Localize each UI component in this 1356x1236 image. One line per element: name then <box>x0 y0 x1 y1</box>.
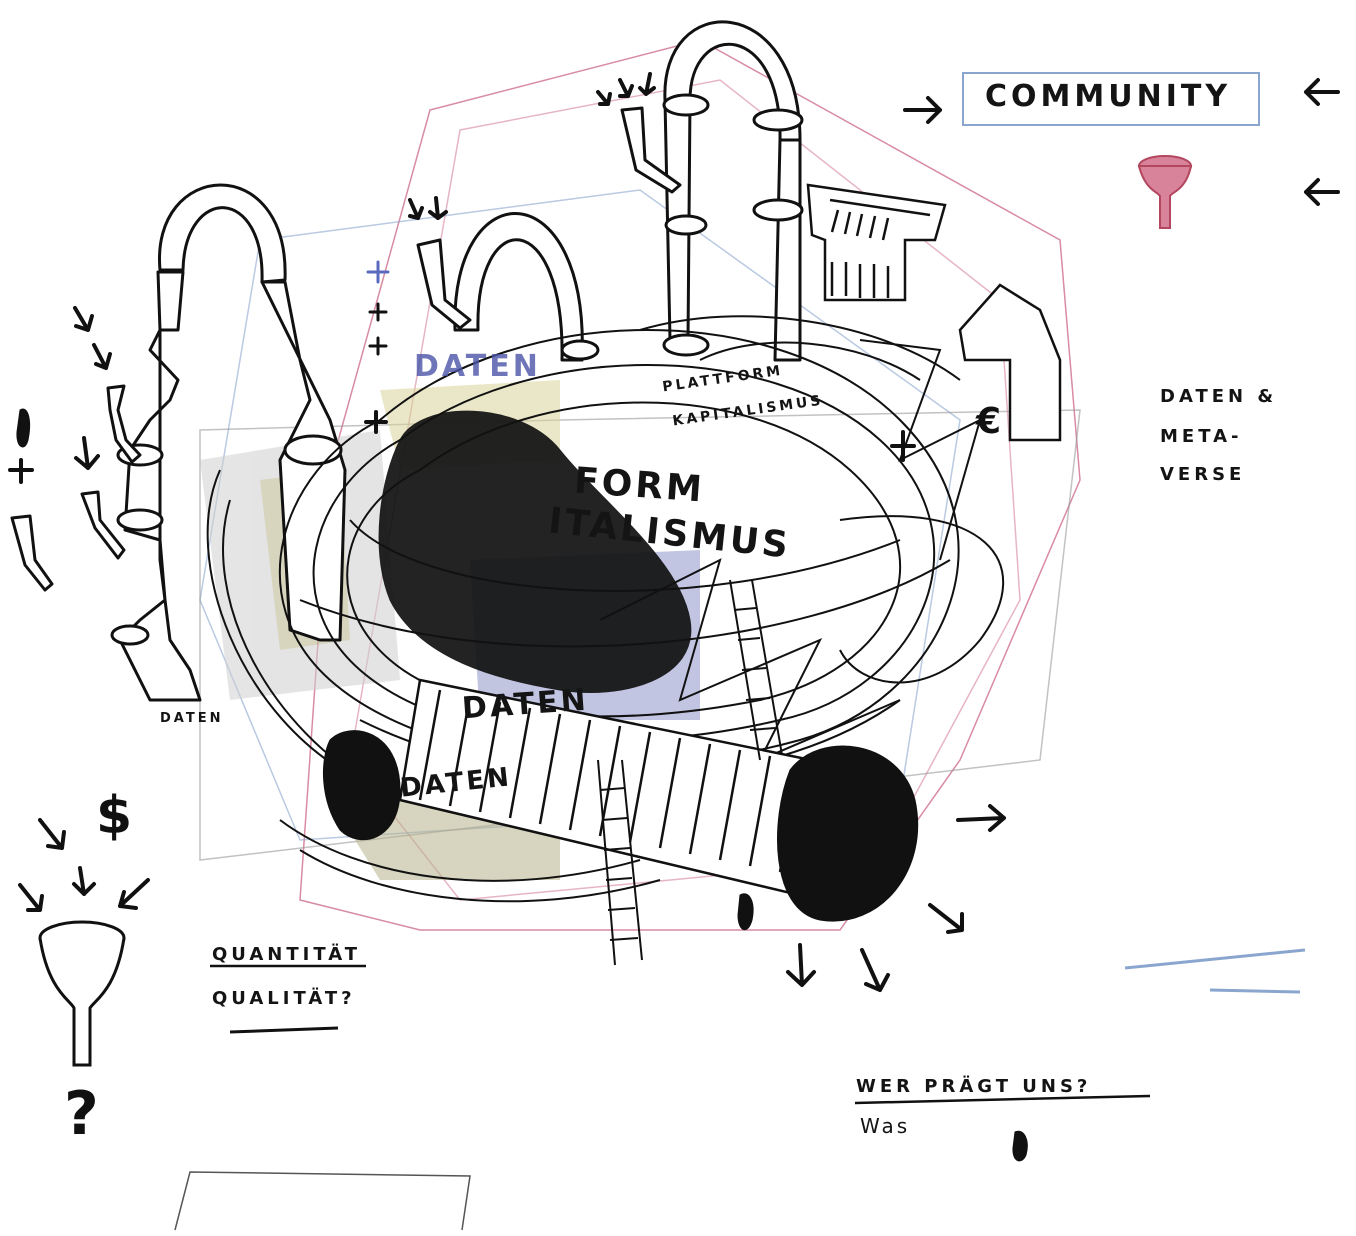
daten-metaverse-line2: META- <box>1160 428 1243 446</box>
daten-top-label: DATEN <box>414 352 541 382</box>
community-label: COMMUNITY <box>985 82 1231 112</box>
pipe-machine-left <box>12 185 345 700</box>
was-label: Was <box>860 1116 910 1136</box>
dollar-icon: $ <box>96 790 132 842</box>
pipe-machine-top <box>418 22 802 360</box>
daten-small-label: DATEN <box>160 712 223 725</box>
wer-praegt-label: WER PRÄGT UNS? <box>856 1078 1091 1096</box>
daten-center-label: DATEN <box>461 686 590 725</box>
pink-funnel-icon <box>1139 156 1191 228</box>
daten-metaverse-line3: VERSE <box>1160 466 1245 484</box>
question-mark-icon: ? <box>64 1084 99 1144</box>
quantitaet-label: QUANTITÄT <box>212 946 361 964</box>
euro-icon: € <box>976 404 1001 440</box>
funnel-icon <box>40 922 124 1065</box>
big-form-label: FORM <box>573 463 706 508</box>
qualitaet-label: QUALITÄT? <box>212 990 356 1008</box>
daten-metaverse-line1: DATEN & <box>1160 388 1277 406</box>
